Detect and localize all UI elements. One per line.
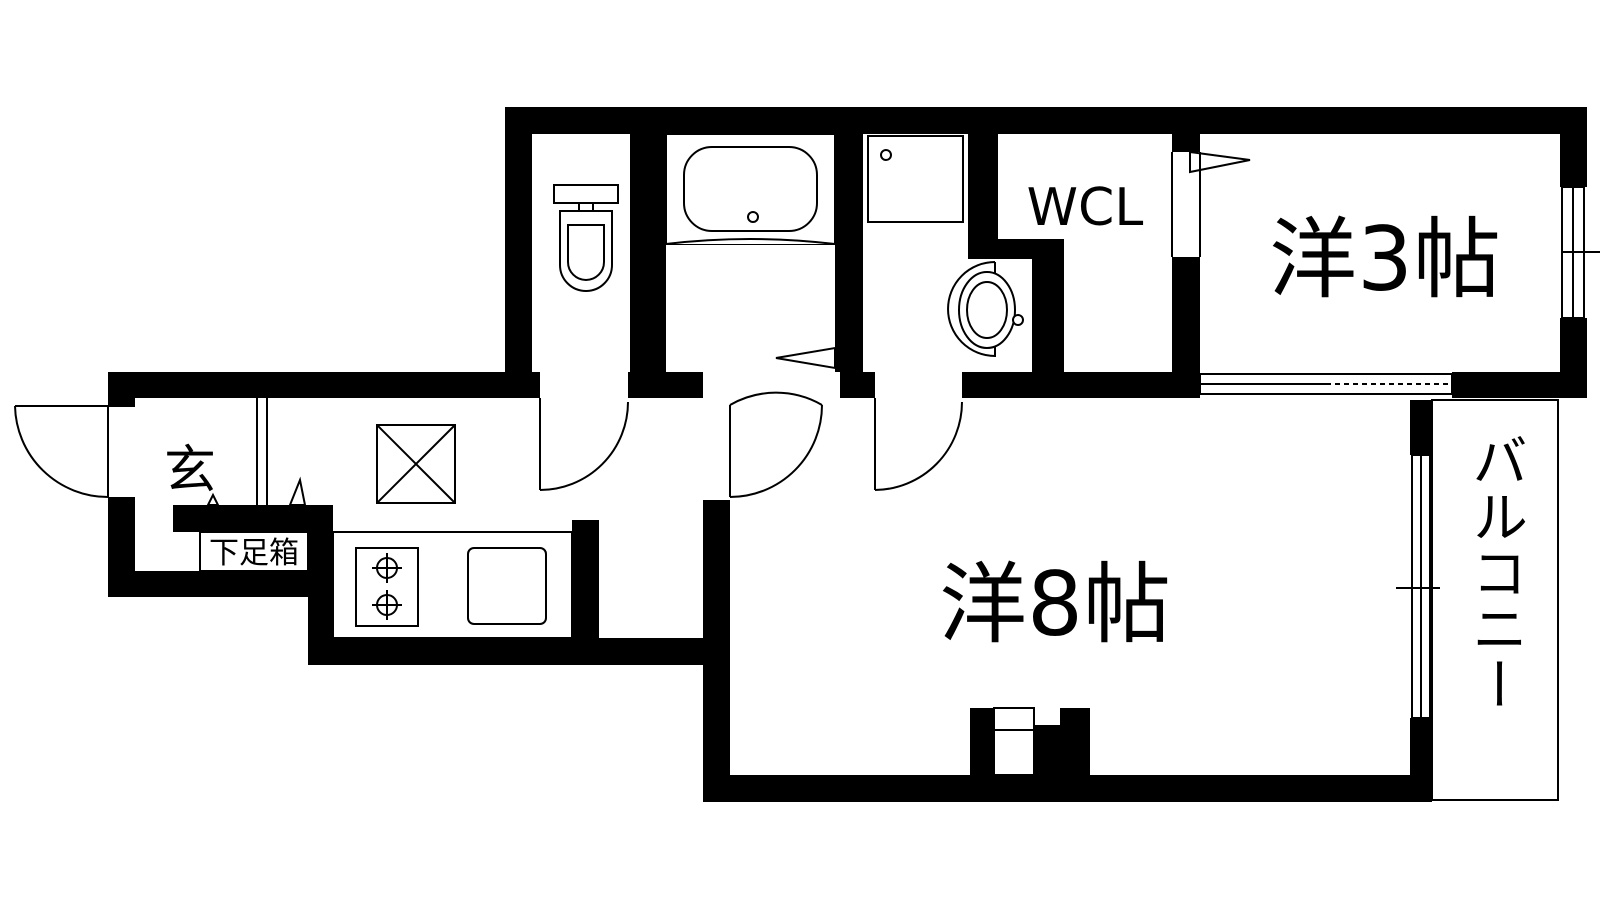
- room-label-western-3: 洋3帖: [1269, 208, 1501, 311]
- room-label-entrance: 玄: [164, 441, 216, 501]
- refrigerator-space-icon: [376, 424, 456, 504]
- room-label-balcony: バルコニー: [1463, 432, 1528, 712]
- room-label-wcl: WCL: [1027, 178, 1144, 238]
- wash-basin-icon: [947, 261, 1024, 358]
- shoe-box: [199, 531, 309, 572]
- kitchen-sink-icon: [467, 547, 547, 625]
- room-label-western-8: 洋8帖: [939, 553, 1171, 656]
- walls: [108, 107, 1587, 802]
- toilet-icon: [553, 184, 619, 292]
- washing-machine-pan-icon: [867, 135, 964, 223]
- column: [993, 707, 1035, 776]
- windows: [108, 186, 1600, 801]
- doors: [14, 150, 1453, 506]
- gas-stove-icon: [355, 547, 419, 627]
- bathtub-icon: [665, 133, 836, 245]
- room-label-shoe-box: 下足箱: [209, 536, 299, 571]
